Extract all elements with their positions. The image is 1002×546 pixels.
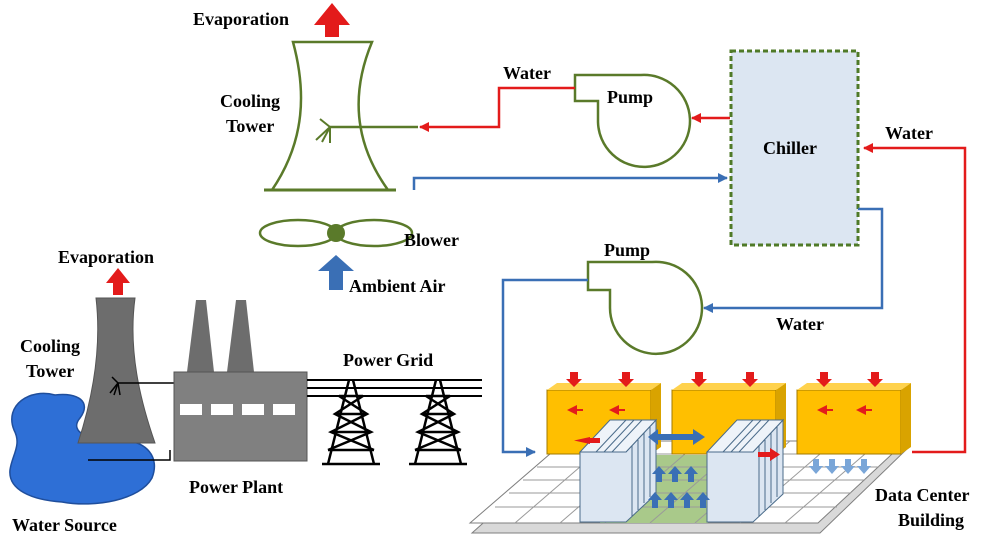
pump-to-datacenter-flow <box>501 278 588 457</box>
bottom-pump-label: Pump <box>604 240 650 260</box>
hot-air-intake-arrows <box>566 372 883 387</box>
data-center-label-2: Building <box>898 510 964 530</box>
ambient-air-arrow <box>318 255 354 290</box>
water-to-tower-label: Water <box>503 63 551 83</box>
chiller-to-bottom-pump-flow <box>703 207 884 313</box>
data-center-label-1: Data Center <box>875 485 969 505</box>
top-evaporation-label: Evaporation <box>193 9 289 29</box>
tower-to-chiller-flow <box>412 173 728 190</box>
left-evaporation-label: Evaporation <box>58 247 154 267</box>
blower-label: Blower <box>404 230 459 250</box>
blower-fan-icon <box>258 218 414 248</box>
power-plant-label: Power Plant <box>189 477 283 497</box>
evaporation-arrow-top <box>314 3 350 37</box>
power-lines <box>307 379 482 397</box>
water-from-datacenter-label: Water <box>885 123 933 143</box>
datacenter-to-chiller-flow <box>863 143 967 454</box>
data-center-floor <box>468 440 910 534</box>
left-cooling-tower-label-2: Tower <box>26 361 74 381</box>
water-source-pond <box>9 392 156 505</box>
water-to-datacenter-label: Water <box>776 314 824 334</box>
power-grid-label: Power Grid <box>343 350 433 370</box>
transmission-tower-2 <box>409 379 467 466</box>
power-plant-building <box>173 300 308 462</box>
left-cooling-tower-label-1: Cooling <box>20 336 80 356</box>
water-flow-to-tower <box>419 86 575 132</box>
left-cooling-tower <box>77 297 156 444</box>
top-cooling-tower-label-2: Tower <box>226 116 274 136</box>
ambient-air-label: Ambient Air <box>349 276 446 296</box>
cold-air-up-arrows <box>648 466 710 508</box>
bottom-pump-icon <box>586 260 704 356</box>
hot-exhaust-arrows <box>574 437 780 461</box>
airflow-double-arrow <box>648 429 705 445</box>
cool-air-down-arrows <box>809 459 871 474</box>
transmission-tower-1 <box>322 379 380 466</box>
top-cooling-tower-label-1: Cooling <box>220 91 280 111</box>
left-tower-spray <box>109 376 175 396</box>
chiller-label: Chiller <box>763 138 817 158</box>
top-pump-label: Pump <box>607 87 653 107</box>
fan-marks <box>567 405 872 415</box>
server-rack-left <box>578 418 658 523</box>
water-source-to-plant-pipe <box>88 450 171 461</box>
chiller-box <box>729 49 860 247</box>
cooling-units <box>546 383 911 455</box>
server-rack-right <box>705 418 785 523</box>
evaporation-arrow-left <box>106 268 130 295</box>
top-pump-icon <box>573 73 692 169</box>
water-source-label: Water Source <box>12 515 117 535</box>
top-cooling-tower <box>264 40 418 192</box>
